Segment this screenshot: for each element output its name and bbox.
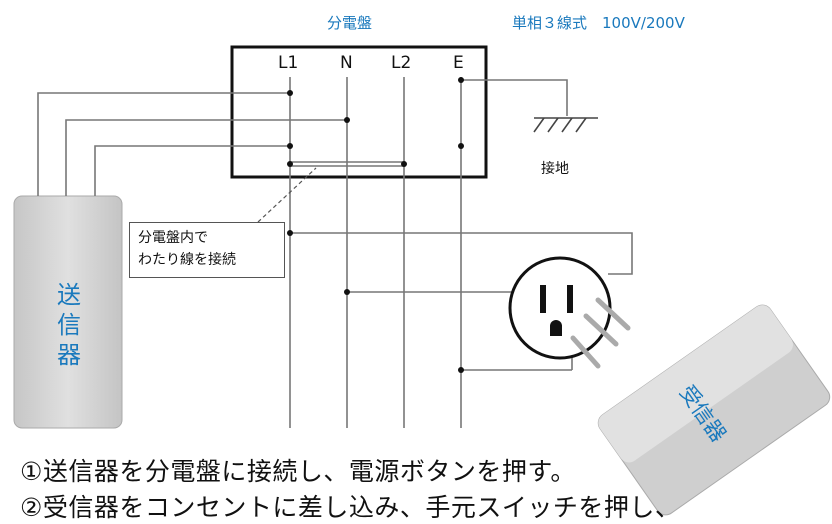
jumper-note-line2: わたり線を接続 [138, 252, 236, 268]
terminal-l1: L1 [278, 53, 299, 73]
outlet [508, 256, 612, 360]
ground-label: 接地 [541, 161, 569, 177]
junction-dots [287, 77, 464, 373]
receiver-prongs [570, 297, 631, 369]
ground-wire [461, 79, 568, 116]
ground-symbol [533, 117, 598, 133]
transmitter-label: 送信器 [57, 281, 81, 369]
distribution-panel [230, 45, 488, 179]
terminal-e: E [453, 53, 464, 73]
jumper-note-line1: 分電盤内で [138, 230, 208, 246]
jumper-note: 分電盤内で わたり線を接続 [129, 222, 285, 278]
bus-wires [289, 77, 462, 428]
terminal-n: N [340, 53, 353, 73]
receiver-device [597, 304, 831, 516]
step-1: ①送信器を分電盤に接続し、電源ボタンを押す。 [20, 457, 576, 486]
step-2: ②受信器をコンセントに差し込み、手元スイッチを押し、 [20, 493, 681, 522]
jumper-wire [290, 161, 404, 167]
panel-title: 分電盤 [327, 14, 373, 32]
system-label: 単相３線式 100V/200V [512, 14, 685, 32]
callout-line [257, 167, 317, 223]
terminal-l2: L2 [391, 53, 412, 73]
transmitter-leads [37, 92, 347, 196]
transmitter-device [13, 195, 123, 429]
